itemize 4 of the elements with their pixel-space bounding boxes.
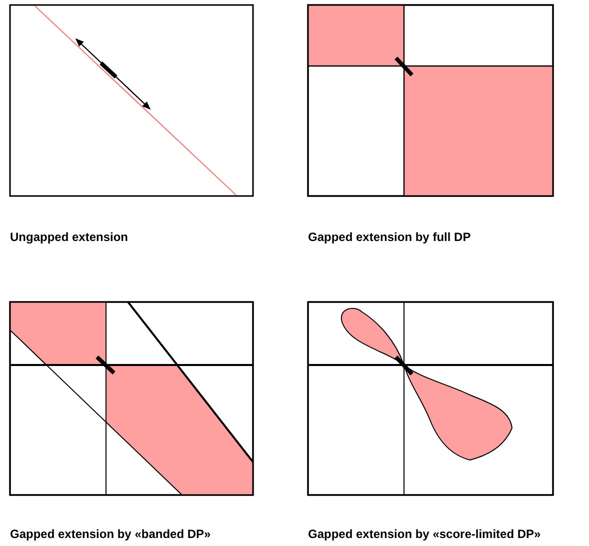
panel-caption: Gapped extension by «score-limited DP»: [308, 527, 541, 541]
panel-caption: Gapped extension by full DP: [308, 230, 471, 244]
panel-caption: Ungapped extension: [10, 230, 128, 244]
panel-caption: Gapped extension by «banded DP»: [10, 527, 211, 541]
